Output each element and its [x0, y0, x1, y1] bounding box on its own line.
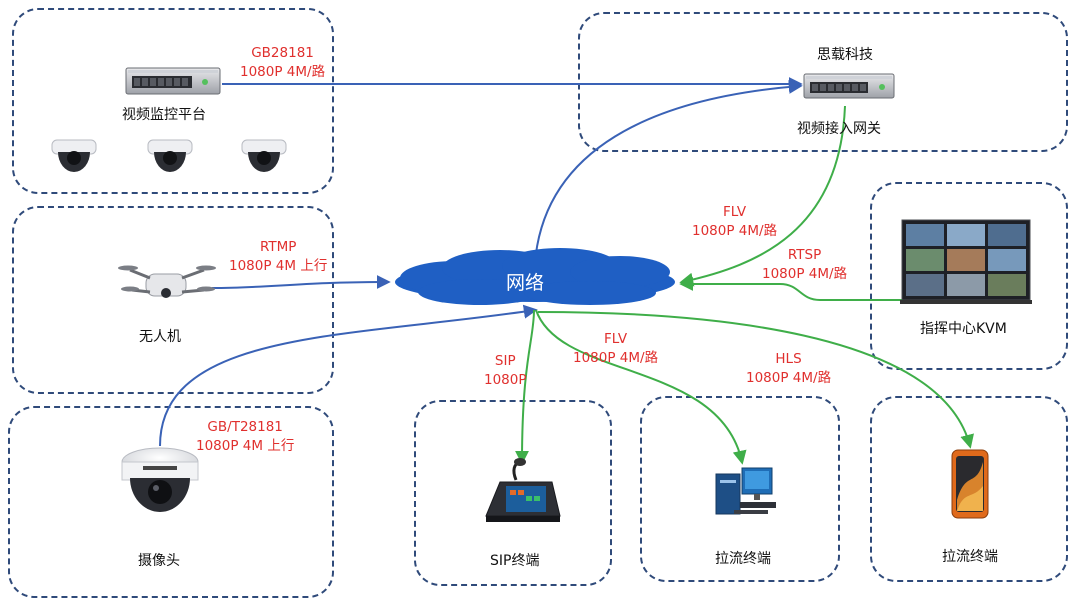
link-network-to-pull-pc — [535, 309, 747, 465]
gateway-server-icon — [803, 73, 895, 99]
gb28181-protocol-rate: 1080P 4M/路 — [240, 64, 326, 80]
link-camera-to-network — [159, 304, 538, 447]
group-kvm — [870, 182, 1068, 370]
gb28181-protocol-label: GB28181 1080P 4M/路 — [240, 44, 325, 82]
sip-protocol-name: SIP — [494, 353, 516, 369]
dome-camera-icon-2 — [147, 139, 193, 172]
link-network-to-sip — [515, 309, 535, 465]
rtmp-protocol-rate: 1080P 4M 上行 — [229, 258, 328, 274]
gb28181-protocol-name: GB28181 — [251, 45, 314, 61]
link-kvm-to-network — [679, 277, 902, 301]
group-sip-terminal — [414, 400, 612, 586]
link-gateway-to-network — [679, 105, 846, 287]
group-pull-terminal-pc — [640, 396, 840, 582]
video-platform-server-icon — [125, 67, 221, 95]
rtmp-protocol-label: RTMP 1080P 4M 上行 — [229, 238, 327, 276]
smartphone-icon — [951, 449, 989, 519]
sip-terminal-label: SIP终端 — [490, 553, 540, 569]
flv-pc-protocol-name: FLV — [604, 331, 628, 347]
rtsp-protocol-rate: 1080P 4M/路 — [762, 266, 848, 282]
drone-icon — [118, 265, 216, 298]
group-video-platform — [12, 8, 334, 194]
kvm-label: 指挥中心KVM — [920, 321, 1007, 337]
gbt28181-protocol-label: GB/T28181 1080P 4M 上行 — [196, 418, 294, 456]
kvm-video-wall-icon — [900, 219, 1032, 304]
rtsp-protocol-label: RTSP 1080P 4M/路 — [762, 246, 847, 284]
link-network-to-gateway — [534, 79, 803, 263]
hls-protocol-rate: 1080P 4M/路 — [746, 370, 832, 386]
desktop-computer-icon — [715, 467, 776, 515]
network-label: 网络 — [505, 272, 544, 294]
flv-pc-protocol-label: FLV 1080P 4M/路 — [573, 330, 658, 368]
pull-terminal-phone-label: 拉流终端 — [942, 549, 998, 565]
dome-camera-icon-1 — [51, 139, 97, 172]
hls-protocol-name: HLS — [775, 351, 802, 367]
gbt28181-protocol-name: GB/T28181 — [207, 419, 283, 435]
dome-camera-icon-3 — [241, 139, 287, 172]
group-camera — [8, 406, 334, 598]
group-drone — [12, 206, 334, 394]
flv-gateway-protocol-rate: 1080P 4M/路 — [692, 223, 778, 239]
link-network-to-pull-phone — [537, 311, 974, 449]
drone-label: 无人机 — [139, 329, 181, 345]
sip-protocol-label: SIP 1080P — [484, 352, 527, 390]
large-dome-camera-icon — [121, 447, 199, 512]
camera-label: 摄像头 — [138, 553, 180, 569]
gateway-label: 视频接入网关 — [797, 121, 881, 137]
rtsp-protocol-name: RTSP — [787, 247, 822, 263]
sip-protocol-rate: 1080P — [484, 372, 527, 388]
sip-phone-icon — [485, 458, 561, 522]
video-platform-label: 视频监控平台 — [122, 107, 206, 123]
siza-company-label: 思载科技 — [817, 47, 873, 63]
rtmp-protocol-name: RTMP — [259, 239, 297, 255]
group-pull-terminal-phone — [870, 396, 1068, 582]
hls-protocol-label: HLS 1080P 4M/路 — [746, 350, 831, 388]
flv-gateway-protocol-label: FLV 1080P 4M/路 — [692, 203, 777, 241]
pull-terminal-pc-label: 拉流终端 — [715, 551, 771, 567]
network-cloud-icon — [395, 248, 675, 305]
flv-pc-protocol-rate: 1080P 4M/路 — [573, 350, 659, 366]
gbt28181-protocol-rate: 1080P 4M 上行 — [196, 438, 295, 454]
group-gateway — [578, 12, 1068, 152]
link-drone-to-network — [211, 275, 391, 290]
flv-gateway-protocol-name: FLV — [723, 204, 747, 220]
